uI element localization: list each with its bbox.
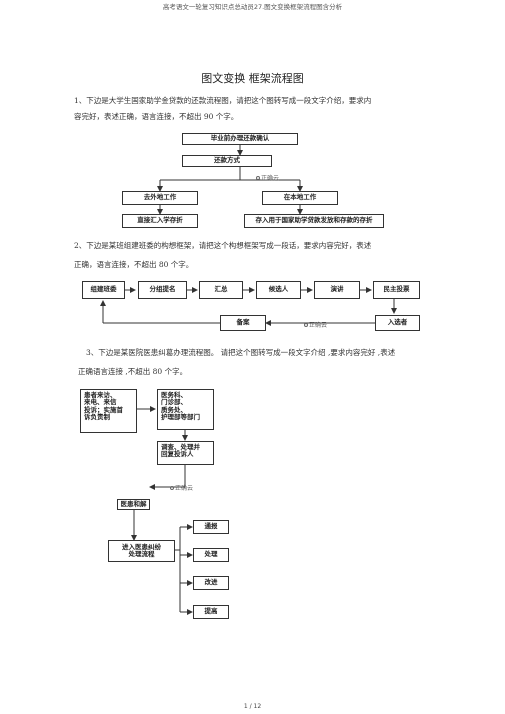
q1-box-work-elsewhere: 去外地工作 (122, 191, 198, 205)
q3-box-improve: 改进 (193, 576, 229, 590)
q3-box-notify: 通报 (193, 520, 229, 534)
watermark-icon (256, 175, 260, 180)
q3-box-mediation: 医患和解 (117, 499, 150, 510)
q3-box-enhance: 提高 (193, 605, 229, 619)
q3-prompt-line1: 3、下边是某医院医患纠葛办理流程图。 请把这个图转写成一段文字介绍 ,要求内容完… (86, 348, 396, 357)
q2-prompt-line2: 正确，语言连接，不超出 80 个字。 (74, 260, 194, 269)
q1-watermark: 正确云 (256, 173, 279, 182)
q2-box-record: 备案 (220, 315, 266, 331)
q3-box-dispute-process: 进入医患纠纷 处理流程 (108, 540, 175, 562)
q1-prompt-line2: 容完好，表述正确，语言连接，不超出 90 个字。 (74, 112, 239, 121)
q2-box-group-nomination: 分组提名 (138, 281, 187, 299)
q1-box-repayment-confirmation: 毕业前办理还款确认 (182, 133, 298, 145)
document-title: 图文变换 框架流程图 (201, 72, 304, 85)
q3-watermark: 正确云 (170, 483, 193, 492)
q1-prompt-line1: 1、下边是大学生国家助学金贷款的还款流程图，请把这个图转写成一段文字介绍，要求内 (74, 96, 372, 105)
q2-box-selected: 入选者 (375, 315, 420, 331)
watermark-icon (170, 485, 174, 490)
q3-box-patient-complaint: 患者来访、 来电、来信 投诉；实施首 诉负责制 (80, 389, 137, 433)
page-number: 1 / 12 (243, 703, 262, 710)
q1-box-direct-deposit: 直接汇入学存折 (122, 214, 198, 228)
q3-box-departments: 医务科、 门诊部、 质务处、 护理部等部门 (157, 389, 214, 430)
q2-prompt-line1: 2、下边是某班组建班委的构想框架，请把这个构想框架写成一段话，要求内容完好，表述 (74, 241, 372, 250)
q2-box-speech: 演讲 (314, 281, 360, 299)
q2-box-candidates: 候选人 (256, 281, 301, 299)
q1-box-repayment-method: 还款方式 (182, 155, 272, 167)
q2-box-summary: 汇总 (199, 281, 243, 299)
q2-box-form-committee: 组建班委 (82, 281, 125, 299)
q2-watermark: 正确云 (304, 320, 327, 329)
q1-box-deposit-passbook: 存入用于国家助学贷款发放和存款的存折 (244, 214, 384, 228)
q3-box-investigate-reply: 调查、处理并 回复投诉人 (157, 441, 214, 465)
q1-box-work-locally: 在本地工作 (262, 191, 338, 205)
q3-box-handle: 处理 (193, 548, 229, 562)
q3-prompt-line2: 正确语言连接 ,不超出 80 个字。 (78, 367, 188, 376)
q2-box-democratic-vote: 民主投票 (373, 281, 420, 299)
watermark-icon (304, 322, 308, 327)
page-header: 高考语文一轮复习知识点总动员27.图文变换框架流程图含分析 (162, 3, 343, 11)
